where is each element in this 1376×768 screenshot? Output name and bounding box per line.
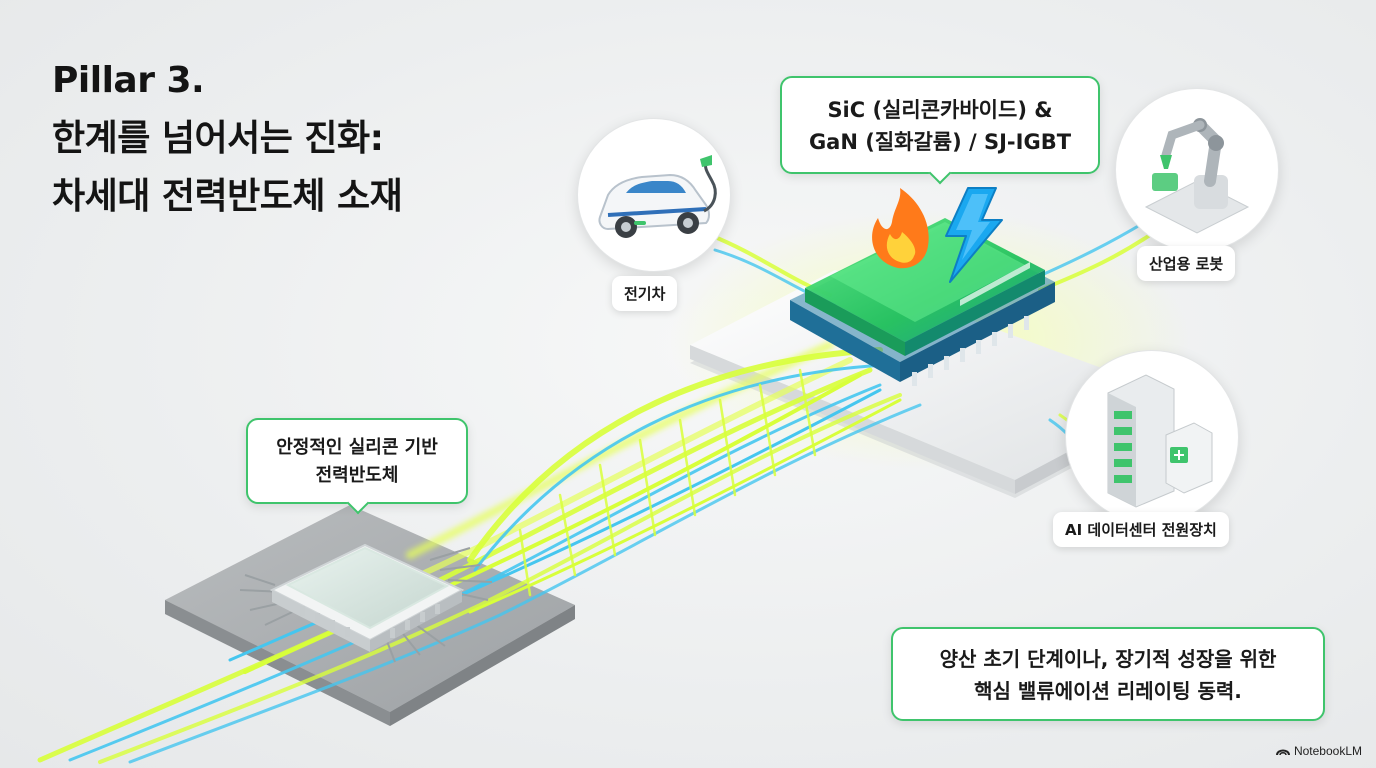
silicon-chip bbox=[239, 543, 493, 663]
summary-line-2: 핵심 밸류에이션 리레이팅 동력. bbox=[974, 679, 1242, 703]
electric-car-icon bbox=[598, 155, 717, 238]
datacenter-application-circle bbox=[1065, 350, 1239, 524]
ev-label: 전기차 bbox=[612, 276, 678, 311]
sic-gan-line-2: GaN (질화갈륨) / SJ-IGBT bbox=[808, 130, 1072, 154]
notebooklm-icon bbox=[1275, 749, 1290, 756]
server-rack-icon bbox=[1107, 374, 1213, 508]
silicon-callout: 안정적인 실리콘 기반 전력반도체 bbox=[246, 418, 468, 515]
sic-gan-chip bbox=[790, 218, 1055, 386]
ev-application-circle bbox=[577, 118, 731, 272]
summary-callout: 양산 초기 단계이나, 장기적 성장을 위한 핵심 밸류에이션 리레이팅 동력. bbox=[891, 627, 1325, 721]
robot-application-circle bbox=[1115, 88, 1279, 252]
robot-arm-icon bbox=[1144, 118, 1250, 234]
flame-icon bbox=[872, 188, 929, 269]
sic-gan-callout: SiC (실리콘카바이드) & GaN (질화갈륨) / SJ-IGBT bbox=[780, 76, 1100, 185]
logo-text: NotebookLM bbox=[1293, 744, 1362, 758]
title-line-1: Pillar 3. bbox=[52, 60, 205, 101]
title-line-3: 차세대 전력반도체 소재 bbox=[52, 176, 403, 217]
lightning-icon bbox=[945, 187, 1003, 283]
sic-gan-line-1: SiC (실리콘카바이드) & bbox=[827, 98, 1053, 122]
page-title: Pillar 3. 한계를 넘어서는 진화: 차세대 전력반도체 소재 bbox=[52, 52, 403, 226]
summary-line-1: 양산 초기 단계이나, 장기적 성장을 위한 bbox=[939, 647, 1277, 671]
silicon-line-2: 전력반도체 bbox=[315, 465, 399, 486]
title-line-2: 한계를 넘어서는 진화: bbox=[52, 118, 384, 159]
datacenter-label: AI 데이터센터 전원장치 bbox=[1053, 512, 1229, 547]
silicon-line-1: 안정적인 실리콘 기반 bbox=[276, 437, 438, 458]
notebooklm-logo: NotebookLM bbox=[1275, 744, 1362, 758]
robot-label: 산업용 로봇 bbox=[1137, 246, 1236, 281]
